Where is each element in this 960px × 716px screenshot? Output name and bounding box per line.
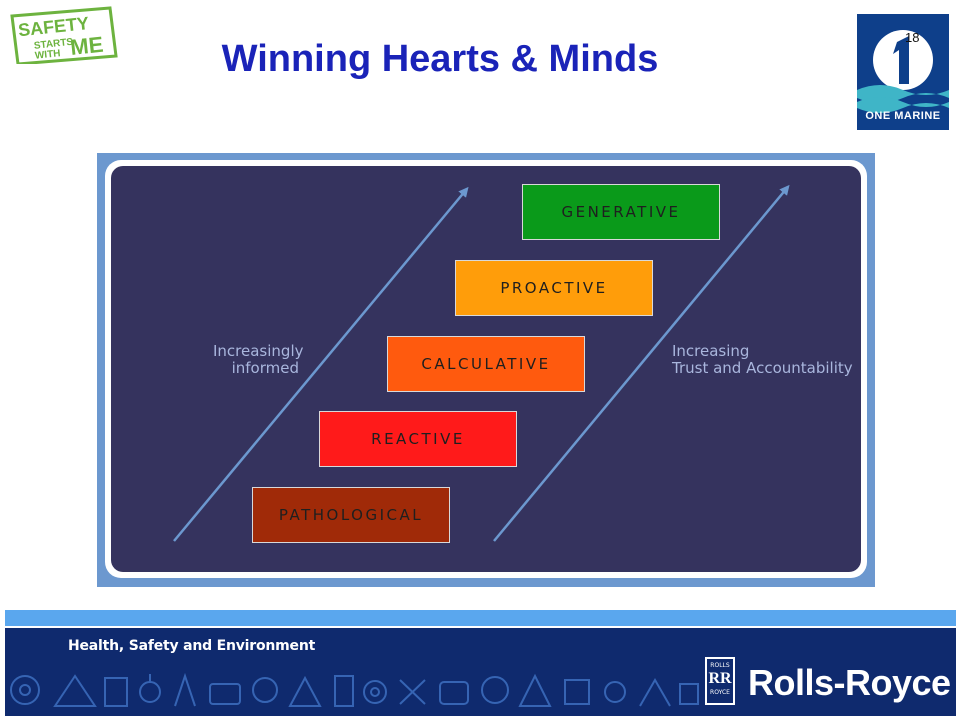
badge-monogram: RR	[708, 670, 732, 687]
stage-reactive: REACTIVE	[319, 411, 517, 467]
trust-arrow	[493, 184, 790, 542]
one-marine-label: ONE MARINE	[865, 110, 941, 122]
rolls-royce-badge-icon: ROLLS RR ROYCE	[705, 657, 735, 705]
stage-label: REACTIVE	[371, 430, 465, 448]
right-label-line2: Trust and Accountability	[672, 359, 853, 377]
stage-label: CALCULATIVE	[421, 355, 551, 373]
informed-arrow	[173, 186, 469, 542]
page-number: 18	[905, 30, 920, 45]
one-marine-emblem-icon	[857, 30, 949, 113]
footer-heading: Health, Safety and Environment	[68, 638, 316, 654]
stage-generative: GENERATIVE	[522, 184, 720, 240]
right-label-line1: Increasing	[672, 342, 750, 360]
one-marine-logo	[857, 14, 949, 130]
rolls-royce-wordmark: Rolls-Royce	[748, 662, 951, 703]
badge-top-text: ROLLS	[710, 662, 730, 669]
stage-calculative: CALCULATIVE	[387, 336, 585, 392]
stage-pathological: PATHOLOGICAL	[252, 487, 450, 543]
safety-starts-with-me-logo: SAFETY STARTS WITH ME	[10, 6, 118, 64]
left-axis-label: Increasingly informed	[213, 342, 304, 377]
safety-logo-word: ME	[69, 32, 104, 60]
page-title: Winning Hearts & Minds	[221, 38, 659, 80]
footer	[5, 628, 956, 716]
stage-proactive: PROACTIVE	[455, 260, 653, 316]
left-label-line2: informed	[231, 359, 299, 377]
safety-icons-strip	[10, 672, 699, 707]
stage-label: GENERATIVE	[561, 203, 681, 221]
badge-bottom-text: ROYCE	[710, 689, 730, 696]
footer-accent-band	[5, 610, 956, 626]
right-axis-label: Increasing Trust and Accountability	[672, 343, 853, 377]
safety-logo-word: STARTS	[33, 37, 74, 52]
stage-label: PATHOLOGICAL	[278, 506, 424, 524]
safety-logo-word: WITH	[34, 48, 61, 62]
stage-label: PROACTIVE	[500, 279, 608, 297]
left-label-line1: Increasingly	[213, 342, 304, 360]
